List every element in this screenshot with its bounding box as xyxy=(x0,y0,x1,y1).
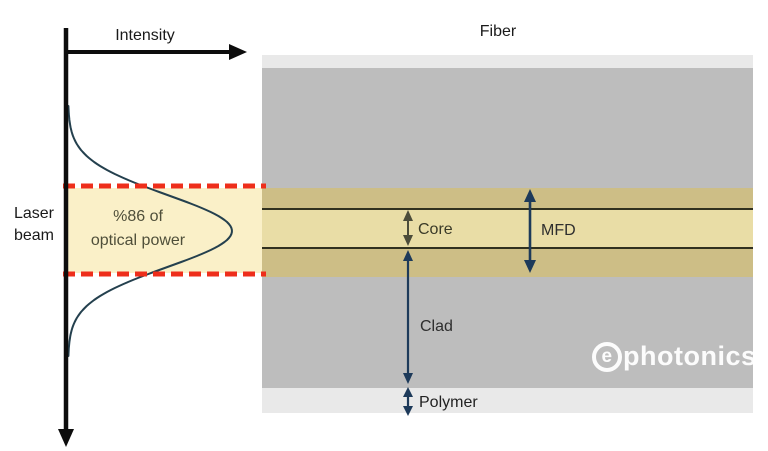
polymer-label: Polymer xyxy=(419,394,478,411)
laser-beam-label: Laser beam xyxy=(6,203,62,247)
circled-e-logo-icon: e xyxy=(592,341,622,372)
core-dimension-arrow xyxy=(403,210,413,246)
laser-beam-line2: beam xyxy=(13,227,55,244)
core-label: Core xyxy=(418,221,453,238)
optical-power-annotation: %86 of optical power xyxy=(68,205,208,253)
ephotonics-watermark: e photonics xyxy=(592,341,757,372)
polymer-bottom-band xyxy=(262,388,753,413)
polymer-dimension-arrow xyxy=(403,387,413,416)
position-axis xyxy=(58,28,74,447)
clad-upper-band xyxy=(262,68,753,188)
clad-label: Clad xyxy=(420,318,453,335)
optical-power-line2: optical power xyxy=(90,232,186,249)
core-band xyxy=(262,208,753,249)
mfd-upper-band xyxy=(262,188,753,208)
laser-beam-line1: Laser xyxy=(13,205,55,222)
clad-dimension-arrow xyxy=(403,250,413,384)
fiber-title: Fiber xyxy=(479,23,517,40)
intensity-axis xyxy=(66,44,247,60)
mfd-lower-band xyxy=(262,249,753,277)
optical-power-line1: %86 of xyxy=(113,208,163,225)
mfd-dimension-arrow xyxy=(524,189,536,273)
intensity-axis-arrowhead xyxy=(229,44,247,60)
mfd-label: MFD xyxy=(541,222,576,239)
watermark-text: photonics xyxy=(623,341,757,371)
fiber-cross-section xyxy=(262,55,753,413)
beam-profile-curve xyxy=(67,105,233,357)
polymer-top-band xyxy=(262,55,753,68)
clad-lower-band xyxy=(262,277,753,388)
position-axis-arrowhead xyxy=(58,429,74,447)
beam-power-highlight-band xyxy=(68,188,262,273)
intensity-axis-label: Intensity xyxy=(115,27,175,44)
